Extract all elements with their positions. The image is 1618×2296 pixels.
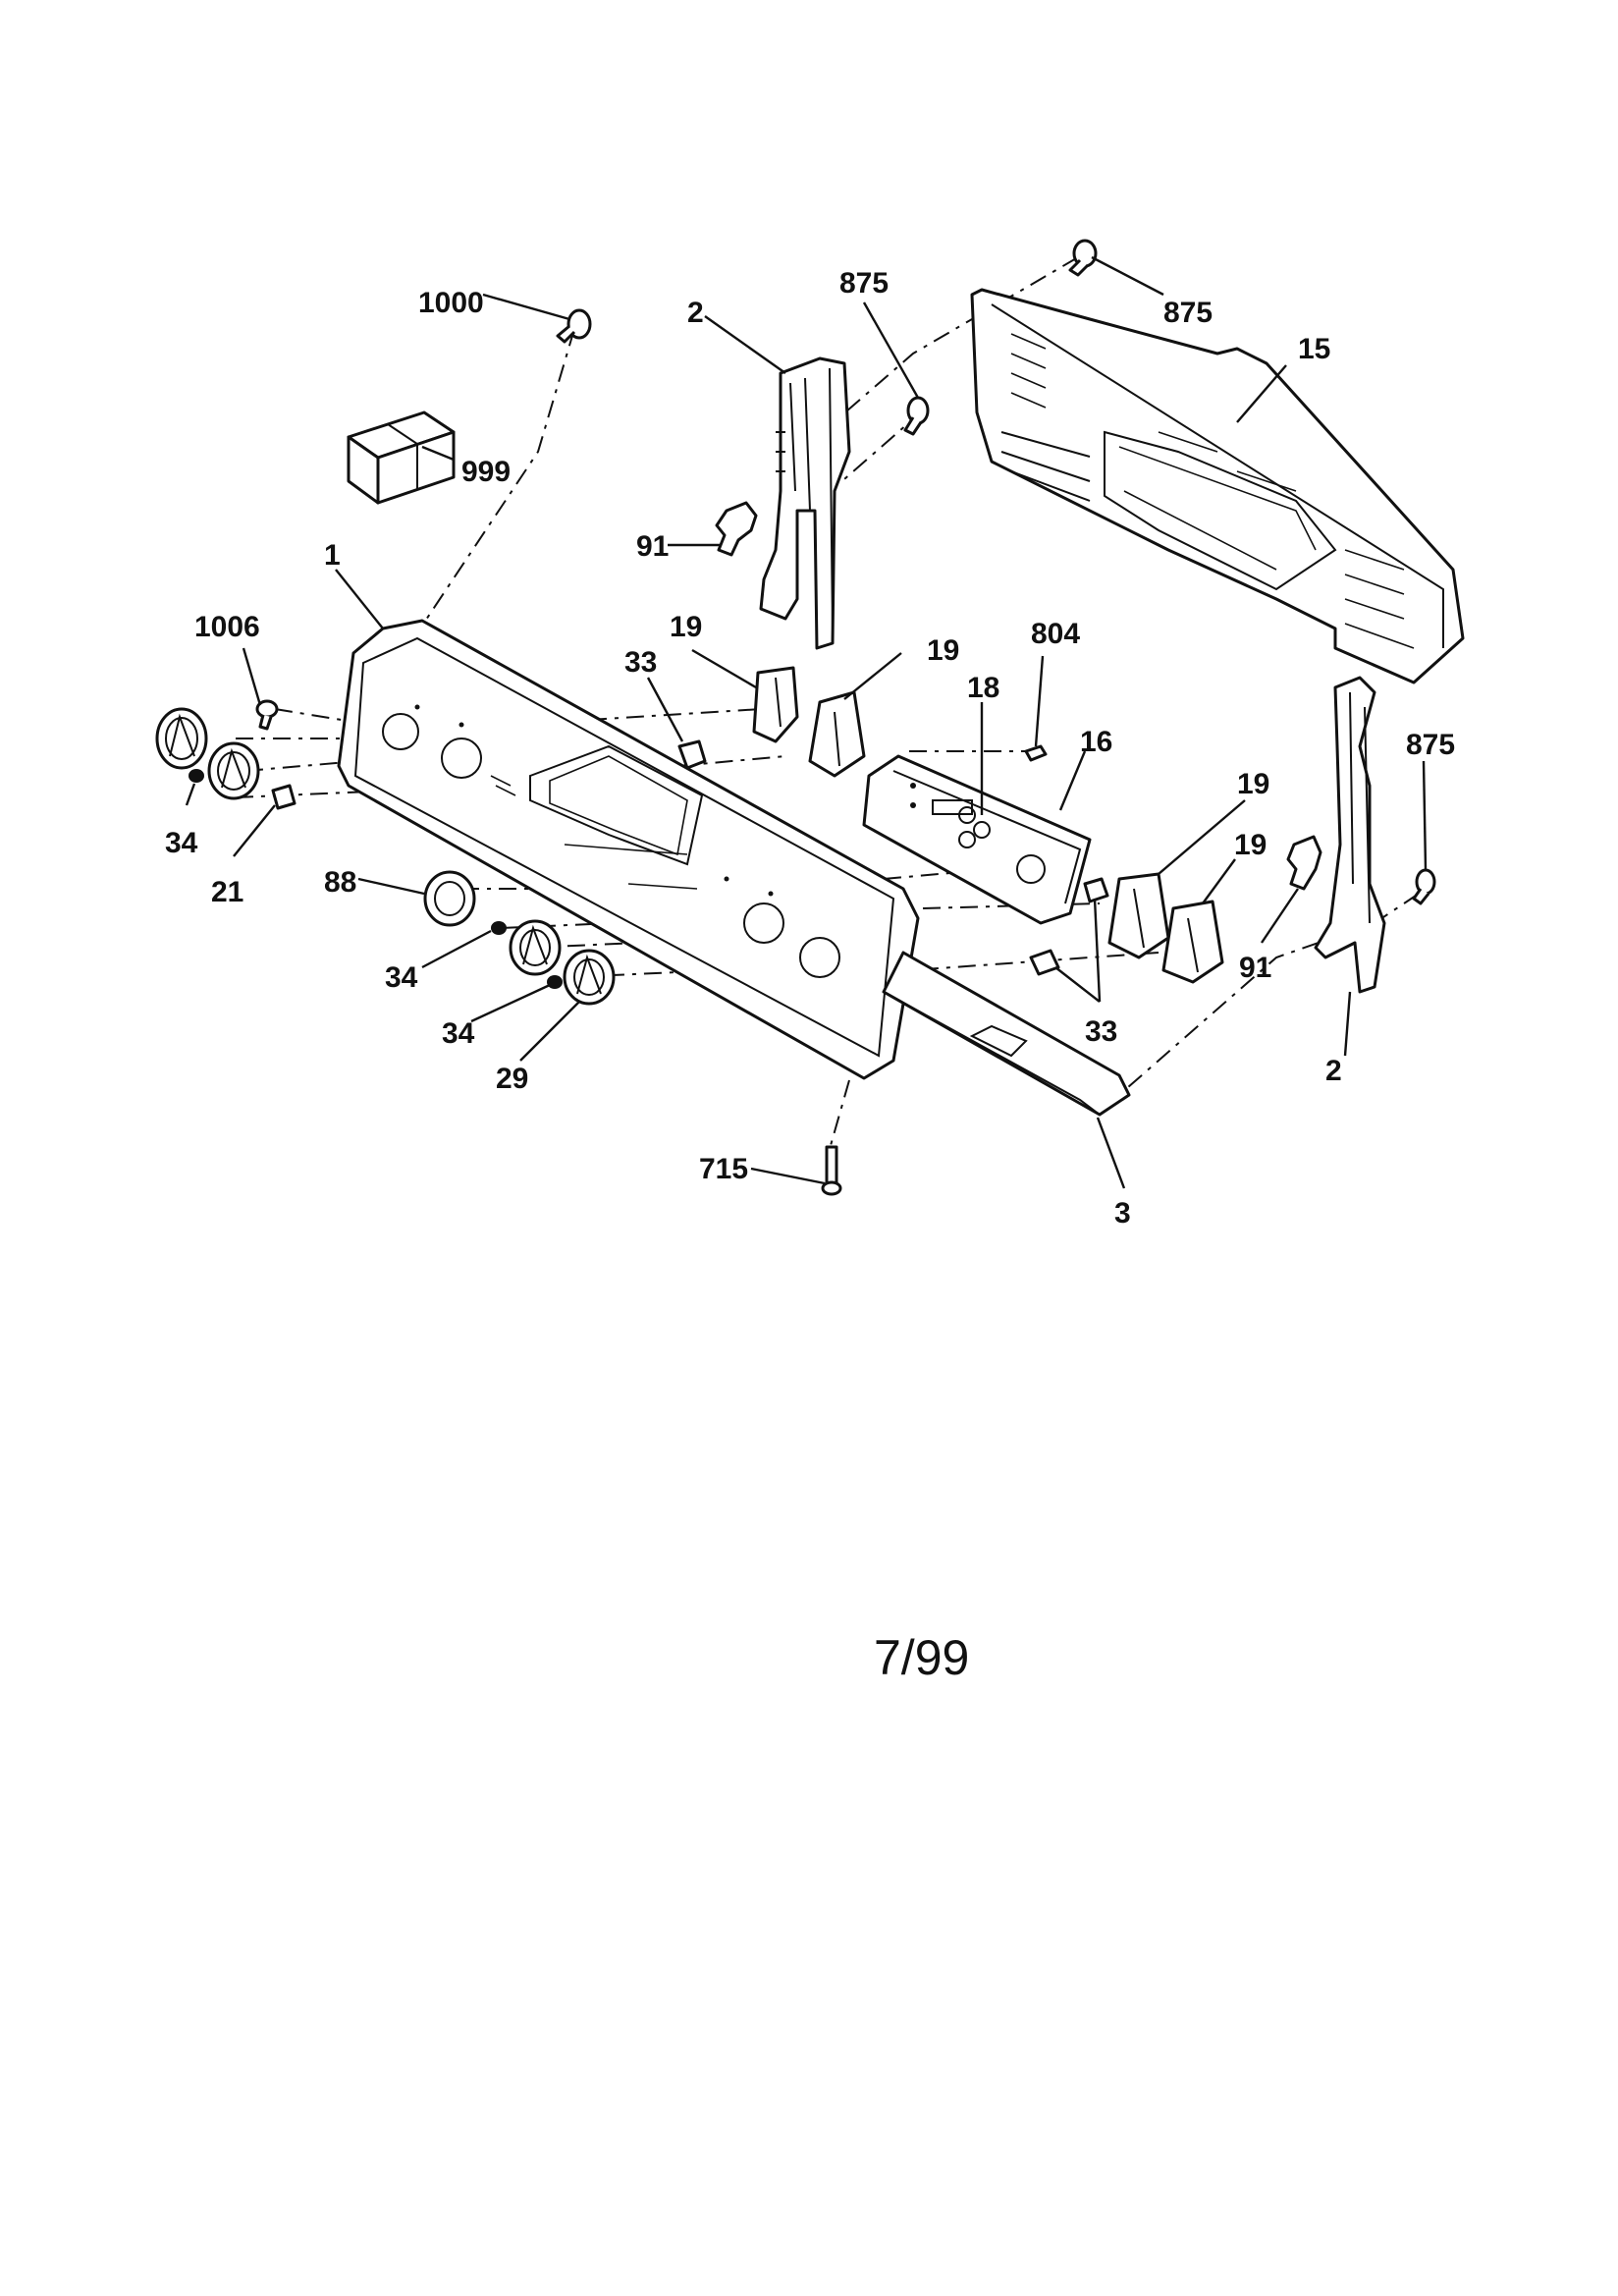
callout-715: 715 <box>699 1153 748 1185</box>
callout-19-c: 19 <box>1237 768 1269 800</box>
switch-21-icon <box>271 784 297 810</box>
rear-panel-15-icon <box>970 288 1465 684</box>
trim-3-icon <box>882 951 1131 1117</box>
screw-875-right-top-icon <box>1068 239 1098 277</box>
callout-15: 15 <box>1298 333 1330 365</box>
callout-21: 21 <box>211 876 243 908</box>
callout-1006: 1006 <box>194 611 260 643</box>
callout-91-right: 91 <box>1239 952 1271 984</box>
spring-34-b-icon <box>491 921 507 935</box>
screw-1000-icon <box>556 308 592 344</box>
switch-19-d-icon <box>1161 900 1224 984</box>
callout-18: 18 <box>967 672 999 704</box>
callout-29: 29 <box>496 1063 528 1095</box>
spring-34-a-icon <box>189 769 204 783</box>
callout-19-b: 19 <box>927 634 959 667</box>
callout-1000: 1000 <box>418 287 484 319</box>
callout-999: 999 <box>461 456 511 488</box>
callout-1: 1 <box>324 539 341 572</box>
knob-center-icon <box>509 919 562 976</box>
switch-19-b-icon <box>808 690 866 778</box>
screw-1006-icon <box>255 699 279 731</box>
callout-2-bottom: 2 <box>1325 1055 1342 1087</box>
knob-29-icon <box>563 949 616 1006</box>
screw-804-icon <box>1024 744 1048 762</box>
knob-left-a-icon <box>155 707 208 770</box>
side-bracket-2-left-icon <box>759 356 851 650</box>
callout-875-right-top: 875 <box>1163 297 1213 329</box>
clock-board-16-icon <box>862 754 1092 925</box>
clip-33-top-icon <box>677 739 707 770</box>
switch-19-c-icon <box>1107 872 1170 959</box>
knob-left-b-icon <box>207 741 260 800</box>
box-999-icon <box>347 410 456 505</box>
spring-34-c-icon <box>547 975 563 989</box>
callout-875-right: 875 <box>1406 729 1455 761</box>
callout-804: 804 <box>1031 618 1080 650</box>
callout-labels: 1000 2 875 875 15 999 91 1 1006 19 33 19… <box>165 267 1455 1230</box>
control-panel-1-icon <box>337 619 920 1080</box>
switch-19-a-icon <box>752 666 799 743</box>
callout-875-top: 875 <box>839 267 889 300</box>
callout-33-top: 33 <box>624 646 657 679</box>
leader-lines <box>185 255 1428 1189</box>
callout-91-top: 91 <box>636 530 669 563</box>
callout-34-a: 34 <box>165 827 198 859</box>
clip-91-top-icon <box>715 501 758 557</box>
clip-91-right-icon <box>1286 835 1322 891</box>
callout-88: 88 <box>324 866 356 899</box>
screw-875-top-icon <box>903 396 930 436</box>
side-bracket-2-right-icon <box>1314 676 1386 994</box>
page-code: 7/99 <box>874 1630 969 1685</box>
clip-33-right-icon <box>1083 877 1109 903</box>
knob-88-icon <box>423 870 476 927</box>
callout-19-a: 19 <box>670 611 702 643</box>
callout-2-top: 2 <box>687 297 704 329</box>
callout-16: 16 <box>1080 726 1112 758</box>
callout-19-d: 19 <box>1234 829 1267 861</box>
callout-34-b: 34 <box>385 961 418 994</box>
callout-34-c: 34 <box>442 1017 475 1050</box>
clip-33-bottom-icon <box>1029 949 1060 976</box>
callout-33-bottom: 33 <box>1085 1015 1117 1048</box>
screw-715-icon <box>821 1145 842 1196</box>
callout-3: 3 <box>1114 1197 1131 1230</box>
screw-875-right-icon <box>1412 868 1436 905</box>
